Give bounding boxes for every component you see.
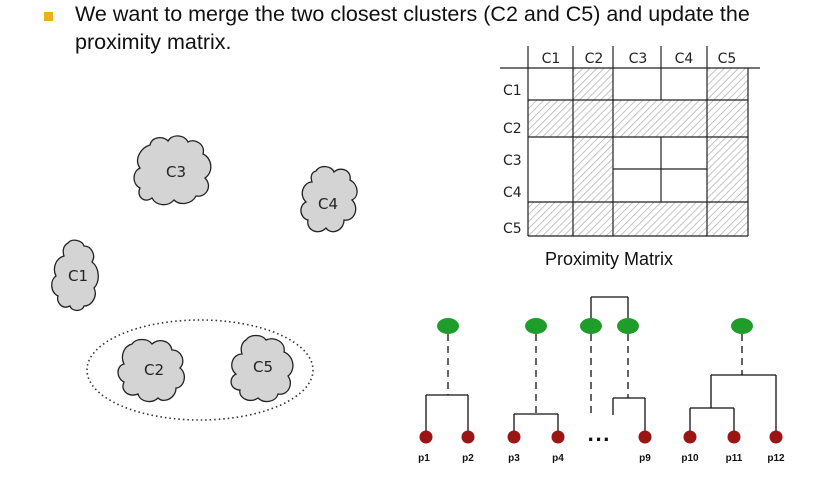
cluster-c5: C5: [230, 334, 294, 403]
point-label-p2: p2: [462, 453, 474, 464]
point-label-p1: p1: [418, 453, 430, 464]
bullet-square-icon: [44, 12, 53, 21]
point-label-p3: p3: [508, 453, 520, 464]
matrix-row-label-c3: C3: [503, 153, 522, 169]
point-label-p11: p11: [726, 453, 743, 464]
cluster-c2-blob: [117, 338, 186, 403]
leaf-node-p2: [461, 430, 475, 444]
matrix-col-label-c1: C1: [542, 51, 561, 67]
merge-dotted-ellipse: [86, 319, 314, 421]
matrix-col-label-c5: C5: [718, 51, 737, 67]
matrix-grid: [500, 46, 760, 237]
proximity-matrix: C1 C2 C3 C4 C5 C1 C2 C3 C4 C5 Proximity …: [500, 46, 760, 269]
point-labels: p1 p2 p3 p4 p9 p10 p11 p12: [418, 453, 785, 464]
root-nodes: [437, 318, 753, 334]
point-label-p12: p12: [767, 453, 785, 464]
matrix-row-label-c2: C2: [503, 121, 522, 137]
matrix-hatch-row-c5-left: [528, 202, 573, 236]
cluster-c5-blob: [230, 334, 294, 403]
leaf-node-p1: [419, 430, 433, 444]
merge-group: C2 C5: [86, 319, 314, 421]
root-node: [731, 318, 753, 334]
cluster-c5-label: C5: [253, 358, 273, 376]
point-label-p4: p4: [552, 453, 564, 464]
bullet-text: We want to merge the two closest cluster…: [75, 2, 750, 54]
matrix-caption: Proximity Matrix: [545, 249, 673, 269]
root-node: [617, 318, 639, 334]
matrix-row-label-c5: C5: [503, 221, 522, 237]
cluster-c3-label: C3: [166, 163, 186, 181]
leaf-node-p9: [638, 430, 652, 444]
matrix-hatch-col-c5: [707, 68, 748, 236]
matrix-hatch-row-c5-right: [613, 202, 707, 236]
root-node: [580, 318, 602, 334]
cluster-c4: C4: [300, 165, 358, 233]
point-label-p10: p10: [681, 453, 699, 464]
cluster-c4-label: C4: [318, 195, 338, 213]
matrix-hatch-row-c2-right: [613, 100, 707, 137]
cluster-c2-label: C2: [144, 361, 164, 379]
leaf-node-p10: [683, 430, 697, 444]
cluster-c2: C2: [117, 338, 186, 403]
point-label-p9: p9: [639, 453, 651, 464]
matrix-col-label-c2: C2: [585, 51, 604, 67]
matrix-col-label-c3: C3: [629, 51, 648, 67]
matrix-hatch-row-c2-left: [528, 100, 573, 137]
dendrograms: [425, 296, 777, 436]
cluster-c4-blob: [300, 165, 358, 233]
cluster-c3-blob: [133, 135, 212, 206]
leaf-node-p12: [769, 430, 783, 444]
leaf-nodes: [419, 430, 783, 444]
leaf-node-p3: [507, 430, 521, 444]
cluster-c1-blob: [51, 239, 99, 312]
leaf-node-p4: [551, 430, 565, 444]
matrix-row-label-c4: C4: [503, 185, 522, 201]
cluster-c1: C1: [51, 239, 99, 312]
matrix-hatch-col-c2: [573, 68, 613, 236]
cluster-c1-label: C1: [68, 267, 88, 285]
matrix-row-label-c1: C1: [503, 83, 522, 99]
dendrogram-ellipsis: ...: [587, 425, 611, 446]
leaf-node-p11: [727, 430, 741, 444]
cluster-c3: C3: [133, 135, 212, 206]
root-node: [437, 318, 459, 334]
root-node: [525, 318, 547, 334]
matrix-col-label-c4: C4: [675, 51, 694, 67]
